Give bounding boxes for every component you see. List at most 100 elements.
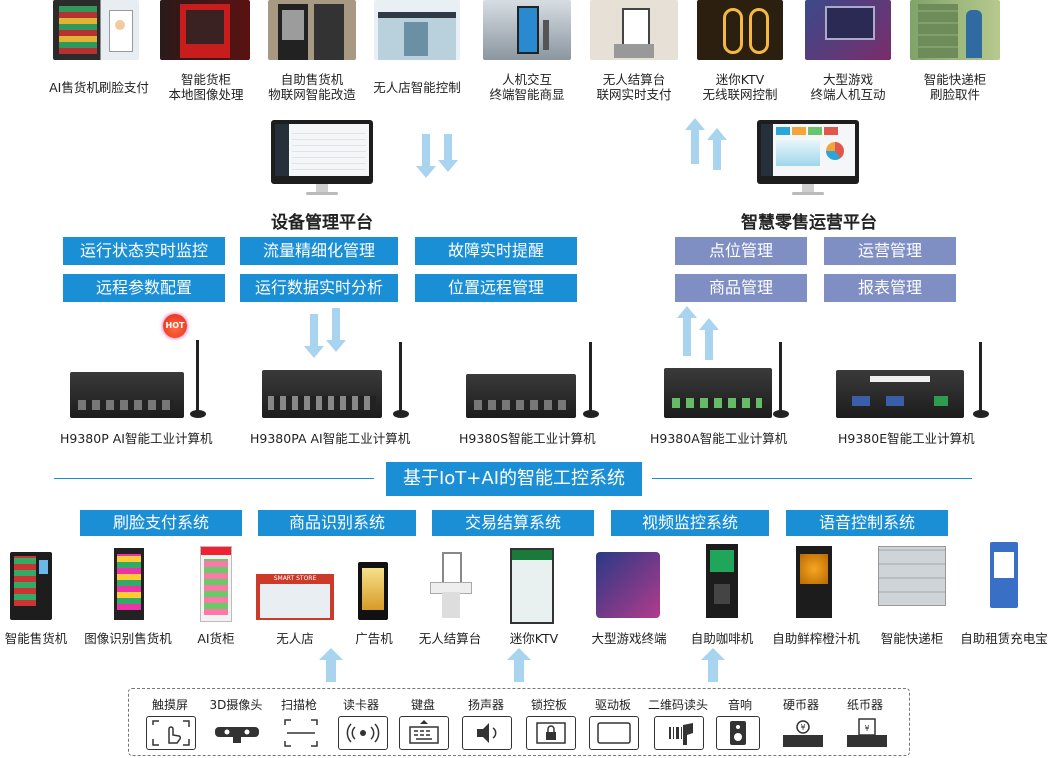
app-label: 人机交互终端智能商显 bbox=[478, 72, 576, 102]
hardware-label: 读卡器 bbox=[342, 698, 379, 712]
app-thumb-unmanned-store bbox=[374, 0, 460, 60]
antenna-icon bbox=[979, 342, 982, 414]
audio-icon bbox=[716, 716, 760, 750]
system-box: 交易结算系统 bbox=[432, 510, 594, 536]
device-label: H9380P AI智能工业计算机 bbox=[60, 431, 213, 446]
device-platform-title: 设备管理平台 bbox=[271, 213, 373, 233]
device-h9380pa bbox=[262, 370, 382, 418]
app-label-text: 人机交互终端智能商显 bbox=[489, 72, 565, 102]
terminal-label: 无人结算台 bbox=[418, 631, 482, 646]
retail-feature: 点位管理 bbox=[675, 237, 807, 265]
hot-badge-icon: HOT bbox=[163, 314, 187, 338]
terminal-express-locker bbox=[878, 546, 946, 606]
coin-icon: ¥ bbox=[778, 716, 828, 750]
device-feature: 故障实时提醒 bbox=[415, 237, 577, 265]
antenna-icon bbox=[779, 342, 782, 414]
down-arrows-icon bbox=[304, 308, 346, 358]
antenna-icon bbox=[589, 342, 592, 414]
app-label: 智能快递柜刷脸取件 bbox=[908, 72, 1002, 102]
app-label: 大型游戏终端人机互动 bbox=[800, 72, 896, 102]
terminal-label: 自助鲜榨橙汁机 bbox=[772, 631, 860, 646]
app-thumb-mini-ktv bbox=[697, 0, 783, 60]
app-label-text: 无人结算台联网实时支付 bbox=[596, 72, 672, 102]
app-thumb-self-vending bbox=[268, 0, 356, 60]
terminal-mini-ktv bbox=[510, 548, 554, 624]
hardware-label: 锁控板 bbox=[530, 698, 567, 712]
down-arrows-icon bbox=[416, 134, 458, 178]
retail-feature: 商品管理 bbox=[675, 274, 807, 302]
app-label: 智能货柜本地图像处理 bbox=[158, 72, 254, 102]
terminal-game bbox=[596, 552, 660, 618]
qr-reader-icon bbox=[654, 716, 704, 750]
system-banner: 基于IoT+AI的智能工控系统 bbox=[386, 462, 642, 496]
terminal-unmanned-store: SMART STORE bbox=[256, 574, 334, 620]
app-thumb-interactive-display bbox=[483, 0, 571, 60]
app-label-text: 智能货柜本地图像处理 bbox=[168, 72, 244, 102]
device-h9380s bbox=[466, 374, 576, 418]
device-feature: 位置远程管理 bbox=[415, 274, 577, 302]
app-label: AI售货机刷脸支付 bbox=[49, 80, 149, 95]
terminal-label: 图像识别售货机 bbox=[84, 631, 172, 646]
terminal-checkout bbox=[428, 552, 472, 618]
app-thumb-checkout bbox=[590, 0, 678, 60]
hardware-label: 键盘 bbox=[410, 698, 435, 712]
touch-icon bbox=[146, 716, 196, 750]
nfc-icon bbox=[338, 716, 388, 750]
retail-platform-title: 智慧零售运营平台 bbox=[741, 213, 877, 233]
retail-feature: 运营管理 bbox=[824, 237, 956, 265]
terminal-label: 智能售货机 bbox=[4, 631, 68, 646]
hardware-label: 触摸屏 bbox=[151, 698, 188, 712]
terminal-image-vending bbox=[114, 548, 144, 620]
system-box: 商品识别系统 bbox=[258, 510, 416, 536]
camera-icon bbox=[212, 716, 262, 750]
svg-text:¥: ¥ bbox=[864, 724, 869, 733]
hardware-label: 扬声器 bbox=[467, 698, 504, 712]
app-thumb-smart-cabinet bbox=[160, 0, 250, 60]
terminal-vending bbox=[10, 552, 52, 620]
device-label: H9380E智能工业计算机 bbox=[838, 431, 975, 446]
system-box: 视频监控系统 bbox=[611, 510, 769, 536]
retail-feature: 报表管理 bbox=[824, 274, 956, 302]
app-label: 无人结算台联网实时支付 bbox=[586, 72, 682, 102]
scan-icon bbox=[276, 716, 326, 750]
terminal-ad-machine bbox=[358, 562, 388, 620]
terminal-orange-juice bbox=[796, 546, 832, 618]
store-sign: SMART STORE bbox=[273, 575, 317, 582]
device-h9380p bbox=[70, 372, 184, 418]
antenna-icon bbox=[399, 342, 402, 414]
hardware-label: 二维码读头 bbox=[647, 698, 708, 712]
hardware-label: 音响 bbox=[727, 698, 752, 712]
system-box: 刷脸支付系统 bbox=[80, 510, 242, 536]
banner-line-right bbox=[652, 478, 972, 479]
app-label: 无人店智能控制 bbox=[373, 80, 461, 95]
terminal-label: 自助咖啡机 bbox=[690, 631, 754, 646]
device-label: H9380A智能工业计算机 bbox=[650, 431, 788, 446]
app-label: 自助售货机物联网智能改造 bbox=[258, 72, 366, 102]
up-arrows-icon bbox=[677, 306, 719, 360]
terminal-label: 自助租赁充电宝 bbox=[960, 631, 1048, 646]
device-feature: 运行数据实时分析 bbox=[240, 274, 398, 302]
terminal-label: 智能快递柜 bbox=[880, 631, 944, 646]
up-arrow-icon bbox=[319, 648, 343, 682]
hot-badge-text: HOT bbox=[165, 321, 185, 330]
device-feature: 远程参数配置 bbox=[63, 274, 225, 302]
terminal-label: 无人店 bbox=[276, 631, 314, 646]
up-arrows-icon bbox=[685, 118, 727, 170]
device-label: H9380S智能工业计算机 bbox=[459, 431, 596, 446]
board-icon bbox=[589, 716, 639, 750]
terminal-label: AI货柜 bbox=[197, 631, 235, 646]
terminal-ai-cabinet bbox=[200, 546, 232, 622]
app-label-text: 智能快递柜刷脸取件 bbox=[923, 72, 987, 102]
banner-line-left bbox=[54, 478, 374, 479]
hardware-label: 纸币器 bbox=[846, 698, 883, 712]
system-box: 语音控制系统 bbox=[786, 510, 948, 536]
lock-icon bbox=[526, 716, 576, 750]
hardware-panel bbox=[128, 688, 910, 756]
speaker-icon bbox=[462, 716, 512, 750]
up-arrow-icon bbox=[507, 648, 531, 682]
app-thumb-express-locker bbox=[910, 0, 1000, 60]
terminal-powerbank bbox=[990, 542, 1018, 608]
terminal-label: 迷你KTV bbox=[509, 631, 559, 646]
device-label: H9380PA AI智能工业计算机 bbox=[250, 431, 411, 446]
